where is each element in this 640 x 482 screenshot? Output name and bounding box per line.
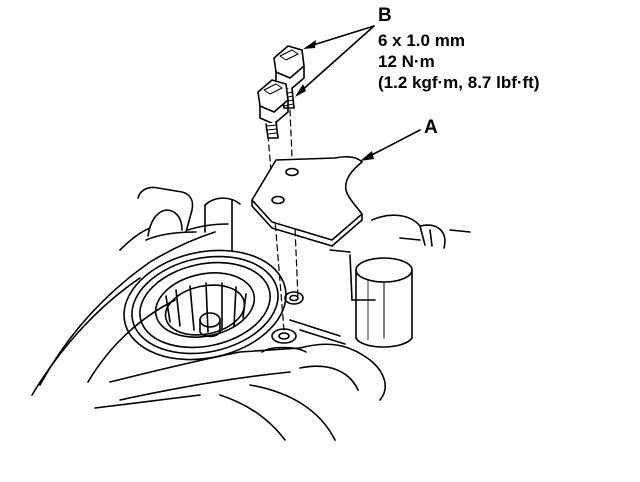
callout-a-letter: A bbox=[424, 117, 438, 138]
bracket-a bbox=[251, 156, 363, 247]
callout-b-letter: B bbox=[378, 5, 392, 26]
leader-lines bbox=[299, 25, 421, 159]
seal-assembly bbox=[123, 249, 287, 361]
arrowhead-b-lower bbox=[295, 84, 306, 97]
arrowhead-b-upper bbox=[303, 40, 316, 49]
bolt-size-spec: 6 x 1.0 mm bbox=[378, 31, 465, 50]
arrowhead-a bbox=[360, 151, 374, 161]
housing-boss bbox=[119, 186, 241, 251]
torque-spec-alt: (1.2 kgf·m, 8.7 lbf·ft) bbox=[378, 73, 540, 92]
housing-right bbox=[329, 214, 471, 301]
mounting-hole bbox=[284, 291, 304, 305]
housing-outline bbox=[31, 231, 386, 441]
bolt-lower bbox=[257, 79, 289, 139]
torque-spec-nm: 12 N·m bbox=[378, 52, 435, 71]
arrowheads bbox=[295, 40, 374, 161]
bolt-spec-block: 6 x 1.0 mm 12 N·m (1.2 kgf·m, 8.7 lbf·ft… bbox=[378, 30, 540, 93]
cylinder-post bbox=[355, 257, 413, 348]
